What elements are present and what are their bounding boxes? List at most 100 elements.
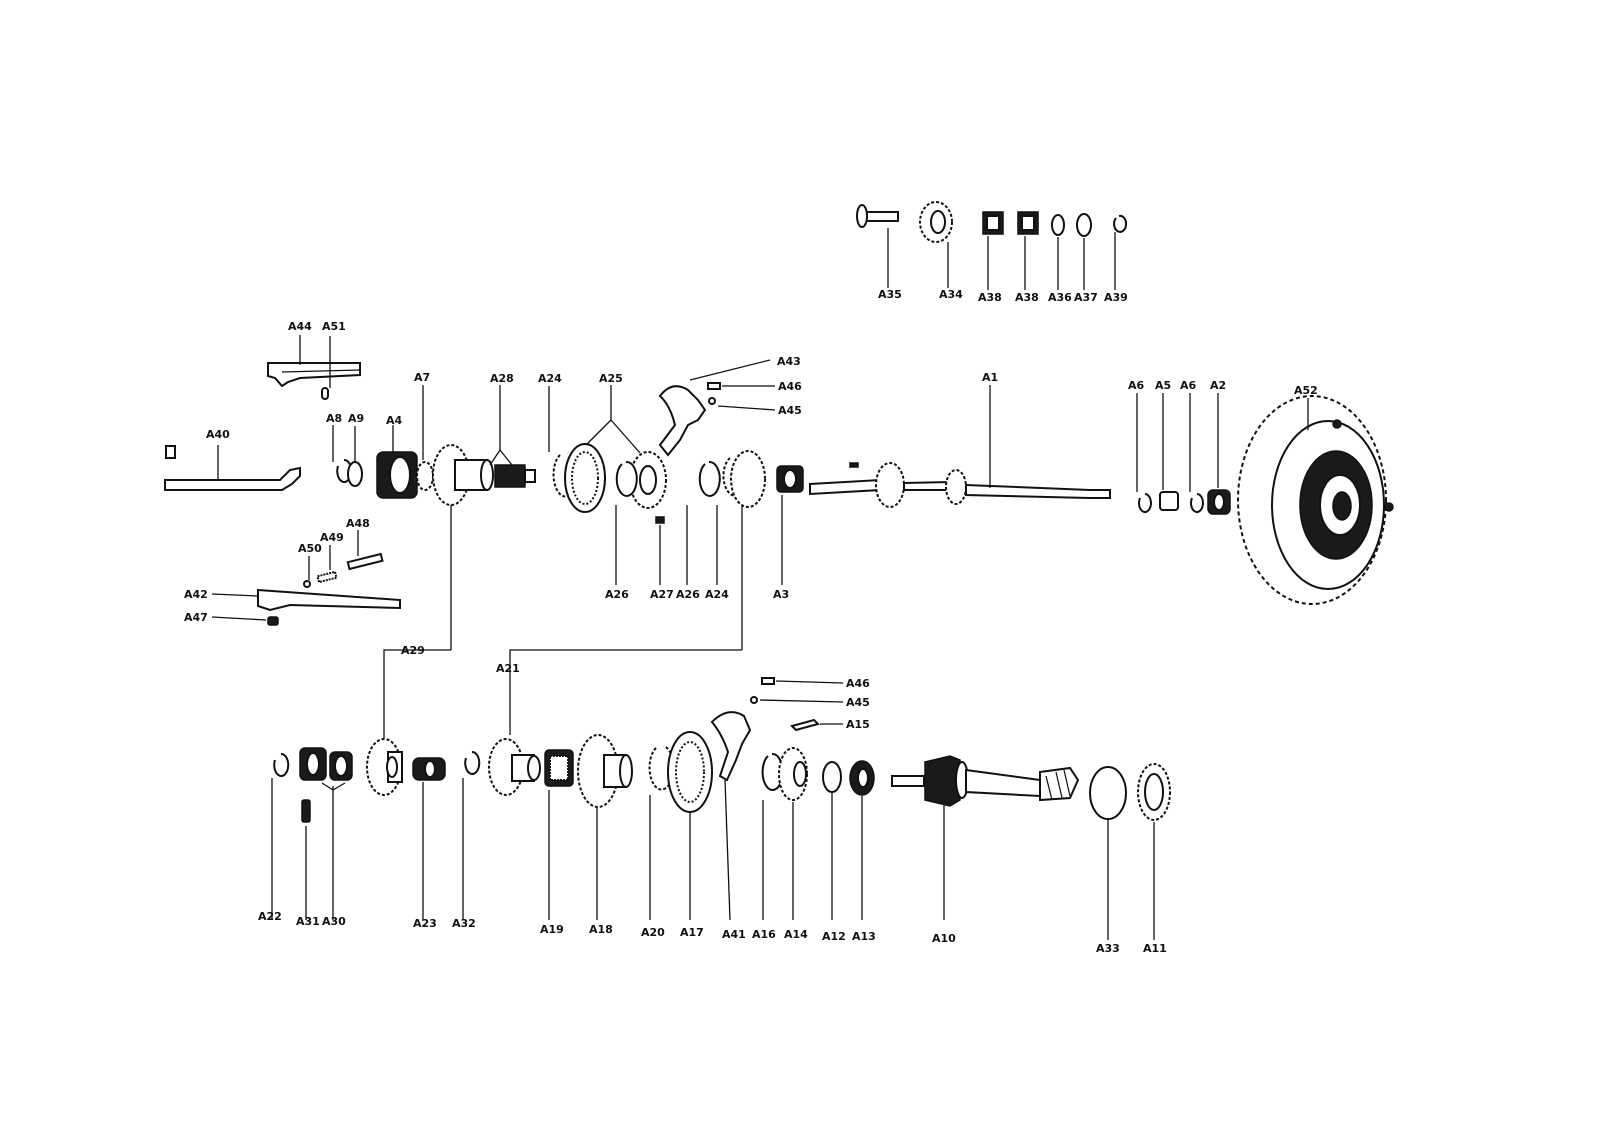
part-a9-ring	[347, 461, 363, 487]
part-a5-bushing	[1159, 491, 1179, 511]
label-a40: A40	[206, 428, 230, 441]
part-a42-interlock-plate	[211, 588, 401, 612]
part-a33-shim	[1089, 766, 1127, 820]
part-a14-gear	[778, 747, 808, 920]
part-a2-bearing	[1207, 489, 1231, 515]
part-a41-shift-fork	[710, 711, 752, 921]
part-a43-shift-fork	[658, 359, 771, 457]
label-a51: A51	[322, 320, 346, 333]
part-a11-bearing	[1137, 763, 1171, 940]
part-a39-circlip	[1113, 214, 1128, 233]
part-a19-needle-bearing	[544, 749, 574, 920]
part-a37-washer	[1076, 213, 1092, 237]
label-a19: A19	[540, 923, 564, 936]
label-a6-1: A6	[1128, 379, 1145, 392]
part-a28-shaft-end	[489, 385, 536, 488]
label-a24-1: A24	[538, 372, 562, 385]
label-a13: A13	[852, 930, 876, 943]
part-a36-washer	[1051, 214, 1065, 236]
label-a7: A7	[414, 371, 430, 384]
label-a20: A20	[641, 926, 665, 939]
label-a23: A23	[413, 917, 437, 930]
part-a1-main-shaft	[809, 385, 1111, 508]
part-a34-gear	[919, 201, 953, 243]
label-a4: A4	[386, 414, 403, 427]
label-a16: A16	[752, 928, 776, 941]
part-a35-pin	[856, 204, 899, 228]
label-a35: A35	[878, 288, 902, 301]
part-a7-needle-cage	[416, 385, 434, 491]
label-a11: A11	[1143, 942, 1167, 955]
part-a46-screw-1	[707, 382, 721, 390]
label-a28: A28	[490, 372, 514, 385]
part-a27-key	[655, 516, 665, 524]
label-a42: A42	[184, 588, 208, 601]
part-a16-ring	[761, 752, 784, 791]
part-a51-pin	[321, 387, 329, 400]
label-a49: A49	[320, 531, 344, 544]
label-a2: A2	[1210, 379, 1226, 392]
part-a40-shift-rod	[164, 445, 301, 491]
part-a49-spring	[316, 570, 338, 584]
label-a34: A34	[939, 288, 963, 301]
part-a30-bushing-pair	[299, 747, 353, 920]
part-a25-synchro-assembly	[564, 385, 667, 513]
label-a12: A12	[822, 930, 846, 943]
part-a46-screw-2	[761, 677, 775, 685]
label-a38-2: A38	[1015, 291, 1039, 304]
label-a21: A21	[496, 662, 520, 675]
part-a26-ring-2	[698, 460, 721, 497]
part-a15-key	[790, 718, 820, 732]
label-a30: A30	[322, 915, 346, 928]
label-a39: A39	[1104, 291, 1128, 304]
part-a32-circlip	[464, 750, 481, 775]
label-a8: A8	[326, 412, 342, 425]
label-a25: A25	[599, 372, 623, 385]
part-a31-bolt	[301, 799, 311, 920]
part-a21-gear-lower	[488, 738, 541, 796]
part-a26-ring-1	[615, 460, 638, 497]
part-a29-gear-upper	[432, 444, 494, 506]
part-a48-pin	[346, 552, 384, 571]
label-a45-1: A45	[778, 404, 802, 417]
part-a50-ball	[303, 580, 311, 588]
part-a38-bearing-1	[982, 211, 1004, 235]
label-a24-2: A24	[705, 588, 729, 601]
label-a48: A48	[346, 517, 370, 530]
label-a52: A52	[1294, 384, 1318, 397]
label-a27: A27	[650, 588, 674, 601]
label-a15: A15	[846, 718, 870, 731]
label-a45-2: A45	[846, 696, 870, 709]
label-a3: A3	[773, 588, 789, 601]
part-a6-circlip-1	[1138, 493, 1152, 513]
label-a47: A47	[184, 611, 208, 624]
label-a26-2: A26	[676, 588, 700, 601]
label-a41: A41	[722, 928, 746, 941]
label-a33: A33	[1096, 942, 1120, 955]
part-a12-washer	[822, 761, 842, 793]
label-a37: A37	[1074, 291, 1098, 304]
part-a47-plug	[267, 616, 279, 626]
part-a45-washer-2	[750, 696, 758, 704]
label-a32: A32	[452, 917, 476, 930]
label-a46-1: A46	[778, 380, 802, 393]
part-a38-bearing-2	[1017, 211, 1039, 235]
part-a21-gear-upper	[730, 450, 766, 650]
part-a17-synchro-sleeve	[667, 731, 713, 920]
part-a22-circlip	[273, 752, 290, 777]
label-a17: A17	[680, 926, 704, 939]
label-a5: A5	[1155, 379, 1171, 392]
part-a18-gear	[577, 734, 633, 920]
label-a1: A1	[982, 371, 998, 384]
part-a10-pinion-shaft	[891, 755, 1080, 920]
label-a10: A10	[932, 932, 956, 945]
label-a14: A14	[784, 928, 808, 941]
label-a46-2: A46	[846, 677, 870, 690]
part-a6-circlip-2	[1190, 493, 1204, 513]
part-a23-bearing	[412, 757, 446, 920]
part-a3-needle-bearing	[776, 465, 804, 585]
label-a26-1: A26	[605, 588, 629, 601]
label-a22: A22	[258, 910, 282, 923]
part-a45-washer-1	[708, 397, 716, 405]
